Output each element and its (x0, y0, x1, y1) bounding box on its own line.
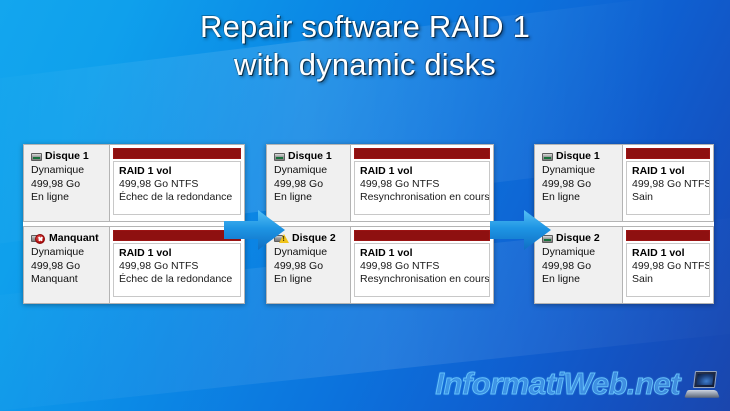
disk-type: Dynamique (274, 246, 328, 259)
volume-status: Resynchronisation en cours : (6%) (360, 191, 490, 204)
disk-icon (31, 152, 42, 161)
volume-size: 499,98 Go NTFS (119, 178, 199, 190)
volume-color-bar (113, 230, 241, 241)
disk-size: 499,98 Go (31, 259, 81, 272)
volume-pane[interactable]: RAID 1 vol 499,98 Go NTFS Échec de la re… (110, 227, 244, 303)
disk-name: Disque 2 (556, 232, 600, 244)
disk-title: Disque 2 (542, 232, 618, 245)
volume-details: RAID 1 vol 499,98 Go NTFS Sain (626, 243, 710, 297)
disk-type: Dynamique (542, 246, 596, 259)
disk-status: En ligne (542, 273, 580, 286)
volume-color-bar (354, 148, 490, 159)
arrow-right-icon-2 (490, 208, 552, 252)
disk-warning-icon (274, 233, 289, 244)
volume-status: Sain (632, 273, 654, 286)
volume-size: 499,98 Go NTFS (632, 178, 710, 190)
volume-details: RAID 1 vol 499,98 Go NTFS Échec de la re… (113, 161, 241, 215)
volume-name: RAID 1 vol (360, 165, 413, 177)
disk-info[interactable]: Disque 1 Dynamique 499,98 Go En ligne (535, 145, 623, 221)
volume-color-bar (626, 230, 710, 241)
disk-size: 499,98 Go (542, 259, 592, 272)
disk-size: 499,98 Go (31, 177, 81, 190)
disk-group-healthy: Disque 1 Dynamique 499,98 Go En ligne RA… (534, 144, 714, 304)
disk-row[interactable]: Disque 1 Dynamique 499,98 Go En ligne RA… (266, 144, 494, 222)
page-title: Repair software RAID 1 with dynamic disk… (199, 9, 531, 82)
watermark-text: InformatiWeb.net (435, 366, 681, 401)
volume-status: Échec de la redondance (119, 191, 233, 204)
volume-details: RAID 1 vol 499,98 Go NTFS Échec de la re… (113, 243, 241, 297)
disk-group-before: Disque 1 Dynamique 499,98 Go En ligne RA… (23, 144, 245, 304)
volume-name: RAID 1 vol (632, 165, 685, 177)
disk-type: Dynamique (31, 164, 85, 177)
volume-status: Sain (632, 191, 654, 204)
disk-row[interactable]: Disque 2 Dynamique 499,98 Go En ligne RA… (266, 226, 494, 304)
disk-row[interactable]: Disque 1 Dynamique 499,98 Go En ligne RA… (23, 144, 245, 222)
volume-details: RAID 1 vol 499,98 Go NTFS Resynchronisat… (354, 243, 490, 297)
volume-name: RAID 1 vol (119, 247, 172, 259)
watermark: InformatiWeb.net (435, 366, 720, 401)
volume-size: 499,98 Go NTFS (360, 260, 440, 272)
volume-size: 499,98 Go NTFS (119, 260, 199, 272)
disk-size: 499,98 Go (274, 177, 324, 190)
volume-status: Resynchronisation en cours : (6%) (360, 273, 490, 286)
disk-size: 499,98 Go (542, 177, 592, 190)
disk-info[interactable]: Manquant Dynamique 499,98 Go Manquant (24, 227, 110, 303)
disk-title: Disque 1 (31, 150, 105, 163)
volume-size: 499,98 Go NTFS (360, 178, 440, 190)
disk-status: En ligne (542, 191, 580, 204)
disk-name: Manquant (49, 232, 99, 244)
disk-status: En ligne (274, 273, 312, 286)
volume-name: RAID 1 vol (360, 247, 413, 259)
disk-info[interactable]: Disque 2 Dynamique 499,98 Go En ligne (267, 227, 351, 303)
disk-missing-icon (31, 233, 46, 244)
disk-name: Disque 1 (288, 150, 332, 162)
volume-name: RAID 1 vol (632, 247, 685, 259)
disk-size: 499,98 Go (274, 259, 324, 272)
disk-icon (542, 152, 553, 161)
disk-icon (274, 152, 285, 161)
disk-title: Disque 1 (274, 150, 346, 163)
disk-icon (542, 234, 553, 243)
arrow-right-icon-1 (224, 208, 286, 252)
disk-status: Manquant (31, 273, 78, 286)
disk-row[interactable]: Disque 2 Dynamique 499,98 Go En ligne RA… (534, 226, 714, 304)
disk-name: Disque 2 (292, 232, 336, 244)
disk-group-resync: Disque 1 Dynamique 499,98 Go En ligne RA… (266, 144, 494, 304)
disk-status: En ligne (31, 191, 69, 204)
disk-title: Disque 1 (542, 150, 618, 163)
disk-status: En ligne (274, 191, 312, 204)
disk-title: Disque 2 (274, 232, 346, 245)
disk-info[interactable]: Disque 1 Dynamique 499,98 Go En ligne (267, 145, 351, 221)
disk-info[interactable]: Disque 2 Dynamique 499,98 Go En ligne (535, 227, 623, 303)
disk-row[interactable]: Disque 1 Dynamique 499,98 Go En ligne RA… (534, 144, 714, 222)
volume-status: Échec de la redondance (119, 273, 233, 286)
volume-details: RAID 1 vol 499,98 Go NTFS Resynchronisat… (354, 161, 490, 215)
disk-type: Dynamique (31, 246, 85, 259)
volume-pane[interactable]: RAID 1 vol 499,98 Go NTFS Resynchronisat… (351, 227, 493, 303)
disk-name: Disque 1 (45, 150, 89, 162)
volume-pane[interactable]: RAID 1 vol 499,98 Go NTFS Échec de la re… (110, 145, 244, 221)
volume-size: 499,98 Go NTFS (632, 260, 710, 272)
disk-type: Dynamique (542, 164, 596, 177)
disk-info[interactable]: Disque 1 Dynamique 499,98 Go En ligne (24, 145, 110, 221)
volume-color-bar (113, 148, 241, 159)
volume-details: RAID 1 vol 499,98 Go NTFS Sain (626, 161, 710, 215)
volume-color-bar (626, 148, 710, 159)
volume-name: RAID 1 vol (119, 165, 172, 177)
volume-pane[interactable]: RAID 1 vol 499,98 Go NTFS Sain (623, 227, 713, 303)
volume-color-bar (354, 230, 490, 241)
disk-name: Disque 1 (556, 150, 600, 162)
disk-type: Dynamique (274, 164, 328, 177)
volume-pane[interactable]: RAID 1 vol 499,98 Go NTFS Resynchronisat… (351, 145, 493, 221)
disk-title: Manquant (31, 232, 105, 245)
volume-pane[interactable]: RAID 1 vol 499,98 Go NTFS Sain (623, 145, 713, 221)
disk-row[interactable]: Manquant Dynamique 499,98 Go Manquant RA… (23, 226, 245, 304)
laptop-icon (684, 371, 720, 398)
